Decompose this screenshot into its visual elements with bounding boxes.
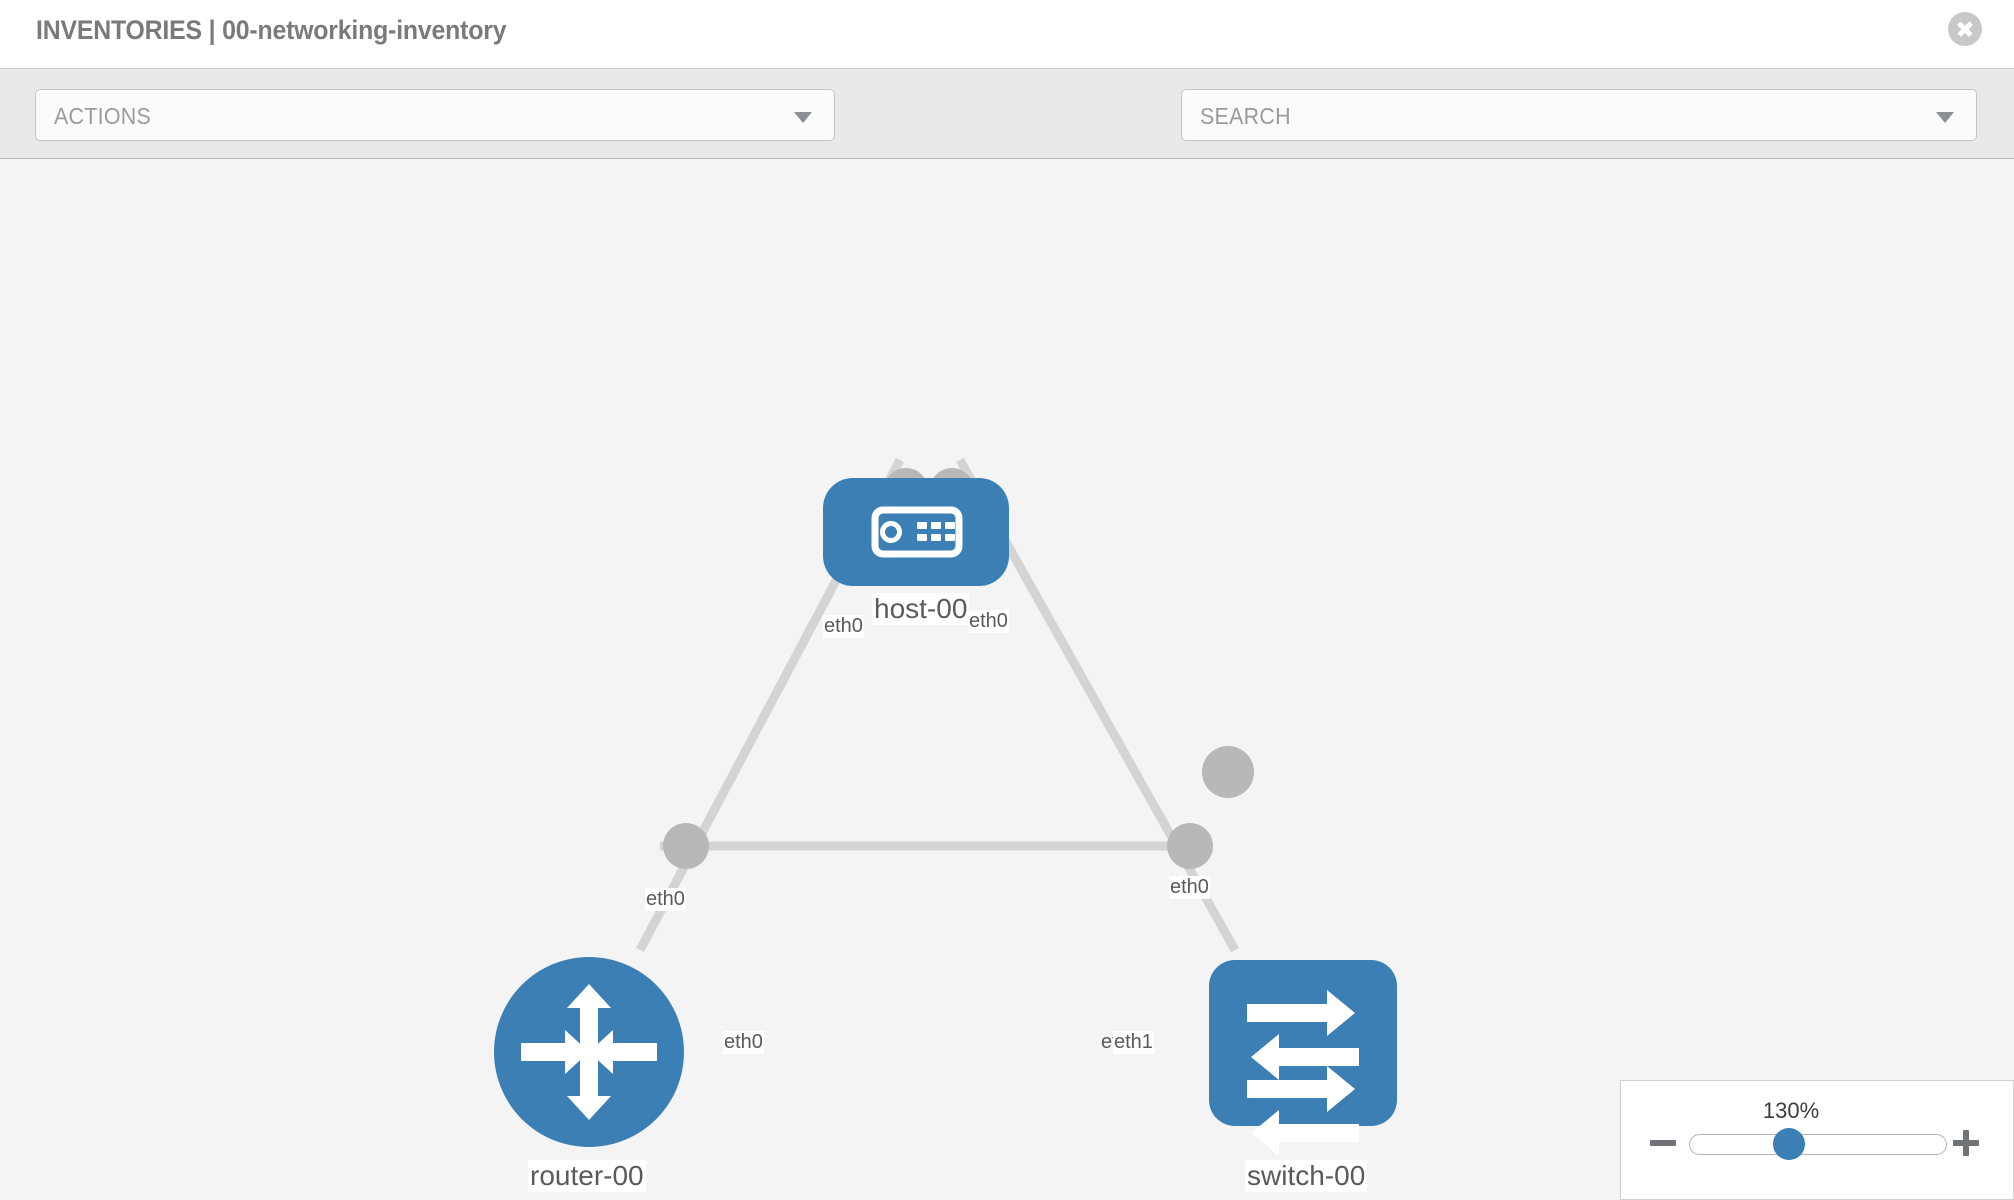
- switch-arrows-icon: [1247, 990, 1359, 1156]
- edge-label-router-up-eth0: eth0: [645, 888, 686, 911]
- edge-label-host-right-eth0: eth0: [968, 610, 1009, 633]
- toolbar: ACTIONS SEARCH: [0, 69, 2014, 200]
- search-placeholder: SEARCH: [1200, 103, 1291, 129]
- plus-icon[interactable]: [1951, 1128, 1981, 1158]
- page-title: INVENTORIES | 00-networking-inventory: [36, 15, 507, 45]
- server-icon-led: [880, 521, 902, 543]
- connector-switch-left: [1167, 823, 1213, 869]
- minus-icon[interactable]: [1648, 1128, 1678, 1158]
- connector-switch-top: [1202, 746, 1254, 798]
- server-icon: [871, 506, 963, 558]
- node-label-host-00: host-00: [872, 593, 970, 626]
- edge-label-router-right-eth0: eth0: [723, 1031, 764, 1054]
- chevron-down-icon: [794, 112, 812, 123]
- four-way-arrow-icon: [521, 984, 657, 1120]
- zoom-slider-thumb[interactable]: [1773, 1128, 1805, 1160]
- edge-label-switch-up-eth0: eth0: [1169, 876, 1210, 899]
- topology-canvas[interactable]: host-00 router-00 switch-00 eth0 eth0 et…: [0, 160, 2014, 1200]
- zoom-control[interactable]: 130%: [1620, 1080, 2014, 1200]
- page-header: INVENTORIES | 00-networking-inventory: [0, 0, 2014, 69]
- topology-graph: [494, 457, 1397, 1156]
- zoom-slider-track[interactable]: [1689, 1134, 1947, 1155]
- node-label-switch-00: switch-00: [1245, 1160, 1368, 1193]
- server-icon-dots: [917, 522, 955, 541]
- search-input[interactable]: SEARCH: [1181, 89, 1977, 141]
- chevron-down-icon: [1936, 112, 1954, 123]
- actions-dropdown[interactable]: ACTIONS: [35, 89, 835, 141]
- node-switch-00: [1209, 960, 1397, 1156]
- node-label-router-00: router-00: [528, 1160, 646, 1193]
- close-icon[interactable]: [1948, 12, 1982, 46]
- node-host-00: [823, 478, 1009, 586]
- actions-dropdown-label: ACTIONS: [54, 103, 152, 129]
- node-router-00: [494, 957, 684, 1147]
- edge-label-switch-left-eth1: eth1: [1113, 1031, 1154, 1054]
- zoom-level-value: 130%: [1762, 1098, 1820, 1123]
- connector-router-right: [663, 823, 709, 869]
- edge-label-host-left-eth0: eth0: [823, 615, 864, 638]
